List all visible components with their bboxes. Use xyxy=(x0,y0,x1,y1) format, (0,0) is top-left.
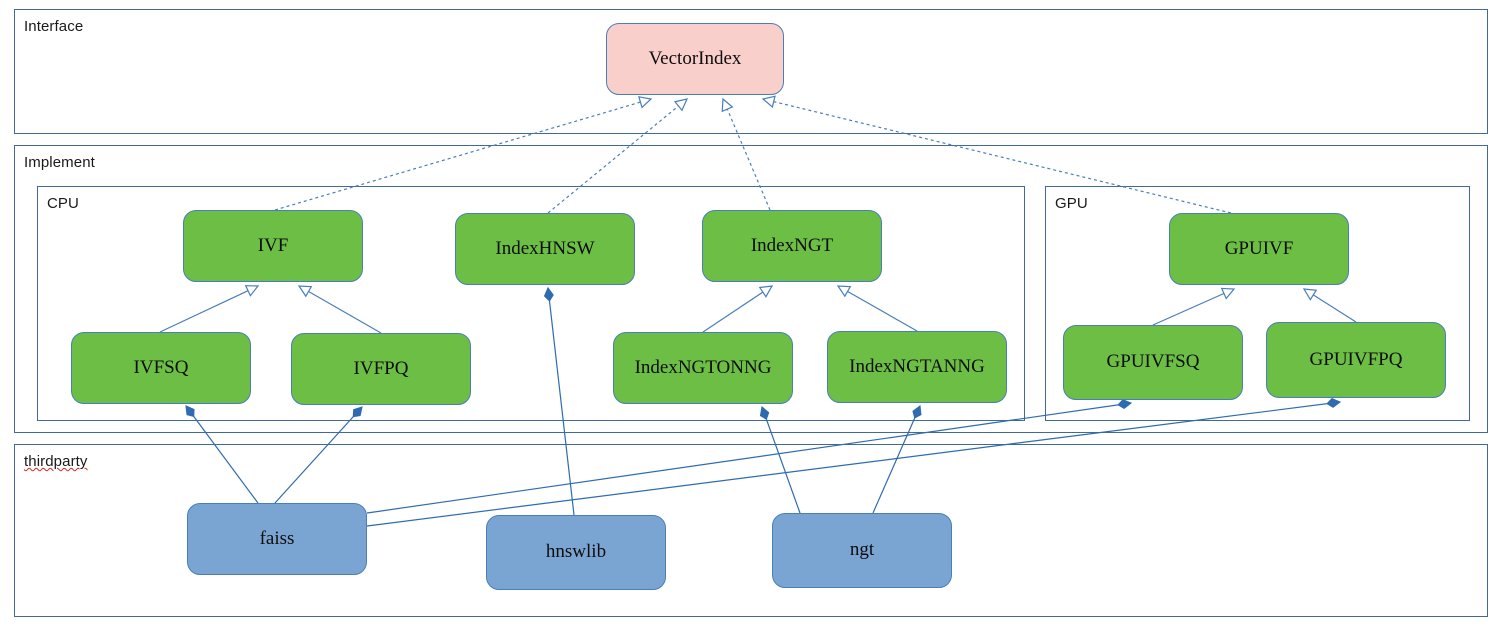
node-gpuivf[interactable]: GPUIVF xyxy=(1169,213,1349,285)
node-gpuivfpq[interactable]: GPUIVFPQ xyxy=(1266,322,1446,398)
container-label-implement: Implement xyxy=(24,154,95,171)
node-indexhnsw[interactable]: IndexHNSW xyxy=(455,213,635,285)
container-label-cpu: CPU xyxy=(47,195,79,212)
node-gpuivfsq[interactable]: GPUIVFSQ xyxy=(1063,325,1243,400)
node-indexngtonng[interactable]: IndexNGTONNG xyxy=(613,332,793,404)
node-ivfpq[interactable]: IVFPQ xyxy=(291,333,471,405)
container-label-gpu: GPU xyxy=(1055,195,1088,212)
node-vectorindex[interactable]: VectorIndex xyxy=(606,23,784,95)
node-ngt[interactable]: ngt xyxy=(772,513,952,588)
node-indexngt[interactable]: IndexNGT xyxy=(702,210,882,282)
node-faiss[interactable]: faiss xyxy=(187,503,367,575)
container-label-interface: Interface xyxy=(24,18,84,35)
node-ivf[interactable]: IVF xyxy=(183,210,363,282)
node-hnswlib[interactable]: hnswlib xyxy=(486,515,666,590)
node-ivfsq[interactable]: IVFSQ xyxy=(71,332,251,404)
node-indexngtanng[interactable]: IndexNGTANNG xyxy=(827,331,1007,403)
container-label-thirdparty: thirdparty xyxy=(24,453,88,470)
